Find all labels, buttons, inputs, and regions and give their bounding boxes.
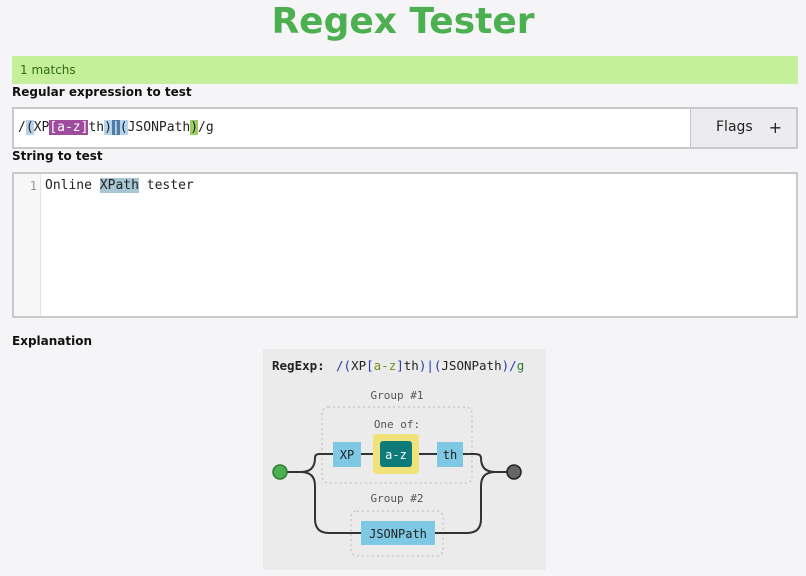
regex-group2-open: ( (119, 120, 128, 135)
node-th-label: th (443, 448, 457, 462)
rails (287, 453, 509, 534)
start-node-icon (272, 464, 288, 480)
test-string-editor[interactable]: 1 Online XPath tester (12, 172, 798, 318)
regex-literal-th: th (88, 120, 105, 135)
match-highlight: XPath (99, 178, 139, 193)
flags-button[interactable]: Flags + (690, 109, 796, 147)
regex-close-slash-flags: /g (198, 120, 214, 135)
regex-group1-open: ( (25, 120, 34, 135)
group1-label: Group #1 (371, 389, 424, 402)
test-string-text[interactable]: Online XPath tester (45, 178, 194, 193)
match-count-banner: 1 matchs (12, 56, 798, 84)
oneof-label: One of: (374, 418, 420, 431)
regex-input[interactable]: /(XP[a-z]th)|(JSONPath)/g (18, 109, 688, 147)
regex-label: Regular expression to test (12, 85, 192, 99)
group2-label: Group #2 (371, 492, 424, 505)
regex-open-slash: / (18, 120, 26, 135)
regex-alternation: | (111, 120, 120, 135)
node-jsonpath-label: JSONPath (369, 527, 427, 541)
node-range-label: a-z (385, 448, 407, 462)
explanation-label: Explanation (12, 334, 93, 348)
regex-field[interactable]: /(XP[a-z]th)|(JSONPath)/g Flags + (12, 107, 798, 149)
flags-label: Flags (716, 119, 753, 135)
match-count-text: 1 matchs (20, 63, 76, 77)
regex-group1-close: ) (104, 120, 112, 135)
node-jsonpath (361, 521, 435, 545)
node-th (437, 442, 463, 467)
regex-literal-jsonpath: JSONPath (127, 120, 191, 135)
line-gutter: 1 (14, 174, 41, 316)
text-after-match: tester (138, 178, 194, 193)
regexp-caption: RegExp: (272, 358, 325, 373)
node-xp (333, 442, 361, 467)
railroad-diagram: RegExp: /(XP[a-z]th)|(JSONPath)/g Group … (263, 349, 546, 570)
regexp-display: /(XP[a-z]th)|(JSONPath)/g (336, 358, 524, 373)
end-node-icon (506, 464, 522, 480)
node-xp-label: XP (340, 448, 354, 462)
regex-literal-xp: XP (33, 120, 50, 135)
regex-group2-close: ) (190, 120, 199, 135)
railroad-svg: RegExp: /(XP[a-z]th)|(JSONPath)/g Group … (272, 358, 524, 557)
plus-icon: + (768, 118, 782, 137)
node-range (380, 441, 412, 467)
page-title: Regex Tester (271, 1, 535, 42)
text-before-match: Online (45, 178, 100, 193)
regex-char-class: [a-z] (49, 120, 89, 135)
string-label: String to test (12, 149, 103, 163)
line-number: 1 (29, 179, 37, 193)
